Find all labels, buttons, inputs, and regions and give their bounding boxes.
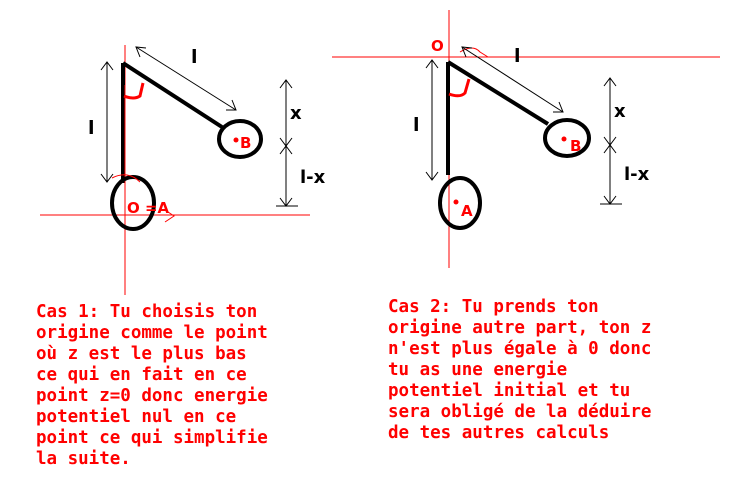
case1-x-arrowhead-top bbox=[279, 79, 293, 89]
case1-left-arrowhead-bottom bbox=[100, 173, 114, 183]
case2-origin-label: O bbox=[431, 37, 444, 55]
case2-left-arrowhead-bottom bbox=[425, 171, 439, 181]
case2-mass-b bbox=[543, 118, 591, 158]
case1-arrow-mark bbox=[111, 174, 141, 183]
case1-point-b-dot bbox=[233, 137, 239, 143]
case2-x-arrowhead-mid-b bbox=[603, 144, 617, 154]
case1-caption: Cas 1: Tu choisis ton origine comme le p… bbox=[36, 302, 268, 469]
case2-inclined-rod bbox=[446, 60, 550, 126]
case1-point-a-label: O =A bbox=[127, 199, 170, 217]
case2-point-a-label: A bbox=[461, 202, 473, 220]
case1-angle-mark bbox=[123, 82, 145, 100]
case2-caption: Cas 2: Tu prends ton origine autre part,… bbox=[388, 297, 652, 443]
case1-length-arrowhead-end bbox=[226, 99, 237, 111]
case2-diagram: O A B l l x l-x bbox=[332, 10, 720, 268]
case1-length-arrow-top bbox=[135, 46, 237, 111]
case2-length-arrowhead-end bbox=[553, 101, 564, 113]
case2-point-b-label: B bbox=[570, 137, 581, 155]
case1-x-label: x bbox=[290, 103, 302, 124]
case2-mass-a bbox=[438, 176, 482, 230]
case1-x-arrowhead-mid-b bbox=[279, 145, 293, 155]
case2-length-label-left: l bbox=[413, 114, 420, 136]
case1-left-arrowhead-top bbox=[100, 61, 114, 71]
case2-length-arrow-top bbox=[461, 46, 564, 113]
case1-length-label-top: l bbox=[191, 46, 198, 68]
case2-origin-arc bbox=[459, 47, 489, 58]
case2-x-label: x bbox=[614, 101, 626, 122]
case1-length-label-left: l bbox=[88, 117, 95, 139]
case2-x-arrowhead-top bbox=[603, 77, 617, 87]
case2-length-label-top: l bbox=[514, 45, 521, 67]
case1-length-arrowhead-start bbox=[135, 46, 147, 58]
case1-mass-b bbox=[217, 119, 263, 159]
case1-lx-label: l-x bbox=[300, 167, 326, 188]
case1-inclined-rod bbox=[121, 61, 224, 129]
case2-left-arrowhead-top bbox=[425, 59, 439, 69]
case2-lx-label: l-x bbox=[624, 164, 650, 185]
case1-origin-arrow bbox=[164, 209, 175, 223]
case2-point-a-dot bbox=[453, 199, 459, 205]
case1-point-b-label: B bbox=[240, 134, 251, 152]
case2-angle-mark bbox=[448, 78, 471, 98]
case2-point-b-dot bbox=[561, 136, 567, 142]
case1-diagram: O =A B l l x l-x bbox=[40, 45, 326, 295]
case2-length-arrowhead-start bbox=[461, 46, 473, 58]
